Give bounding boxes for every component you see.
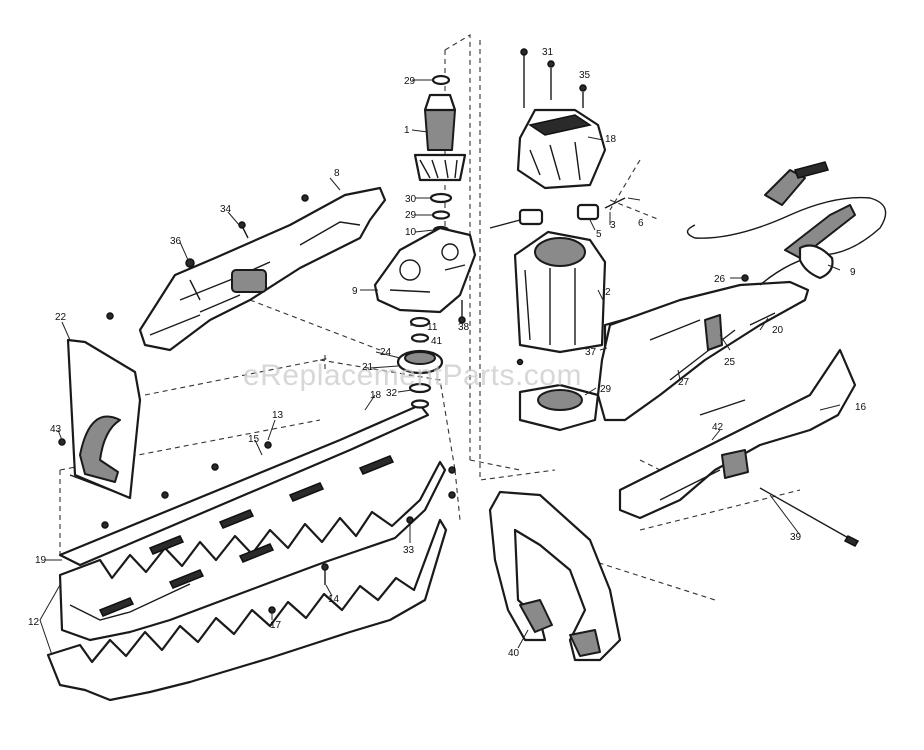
callout-12: 12 [28, 617, 40, 628]
deflector-guard [66, 338, 142, 500]
callout-labels: 1 2 3 5 6 8 9 9 10 11 12 13 14 15 16 17 … [28, 47, 867, 659]
callout-10: 10 [405, 227, 417, 238]
callout-29b: 29 [405, 210, 417, 221]
callout-17: 17 [270, 620, 282, 631]
callout-32: 32 [386, 388, 398, 399]
callout-34: 34 [220, 204, 232, 215]
motor-field-ring [518, 383, 600, 432]
callout-18b: 18 [370, 390, 382, 401]
callout-8: 8 [334, 168, 340, 179]
callout-39: 39 [790, 532, 802, 543]
callout-42: 42 [712, 422, 724, 433]
callout-36: 36 [170, 236, 182, 247]
callout-9b: 9 [352, 286, 358, 297]
callout-11: 11 [427, 322, 438, 333]
callout-25: 25 [724, 357, 736, 368]
callout-13: 13 [272, 410, 284, 421]
callout-37: 37 [585, 347, 597, 358]
callout-20: 20 [772, 325, 784, 336]
callout-26: 26 [714, 274, 726, 285]
callout-22: 22 [55, 312, 67, 323]
callout-18: 18 [605, 134, 617, 145]
callout-40: 40 [508, 648, 520, 659]
callout-15: 15 [248, 434, 260, 445]
upper-housing-cover [138, 186, 387, 352]
callout-19: 19 [35, 555, 47, 566]
callout-2: 2 [605, 287, 611, 298]
callout-30: 30 [405, 194, 417, 205]
watermark-text: eReplacementParts.com [243, 359, 582, 392]
callout-14: 14 [328, 594, 340, 605]
brush-parts [489, 197, 626, 229]
top-cap [516, 108, 607, 190]
power-cord [686, 161, 887, 286]
leader-lines [39, 79, 841, 656]
callout-28: 29 [600, 384, 612, 395]
callout-35: 35 [579, 70, 591, 81]
callout-9: 9 [850, 267, 856, 278]
callout-21: 21 [362, 362, 374, 373]
callout-24: 24 [380, 347, 392, 358]
callout-33: 33 [403, 545, 415, 556]
callout-31: 31 [542, 47, 554, 58]
callout-27: 27 [678, 377, 690, 388]
callout-43: 43 [50, 424, 62, 435]
motor-housing [513, 230, 607, 354]
callout-38: 38 [458, 322, 470, 333]
callout-1: 1 [404, 125, 410, 136]
callout-6: 6 [638, 218, 644, 229]
motor-armature [413, 74, 467, 235]
callout-16: 16 [855, 402, 867, 413]
callout-3: 3 [610, 220, 616, 231]
front-handle [488, 490, 622, 662]
screws [58, 48, 776, 614]
switch-rod [759, 487, 860, 547]
callout-41: 41 [431, 336, 443, 347]
callout-5: 5 [596, 229, 602, 240]
callout-29a: 29 [404, 76, 416, 87]
gear-housing [373, 226, 477, 314]
cutting-blades [46, 403, 448, 702]
lower-handle-housing [596, 280, 810, 422]
rear-handle [618, 348, 857, 520]
